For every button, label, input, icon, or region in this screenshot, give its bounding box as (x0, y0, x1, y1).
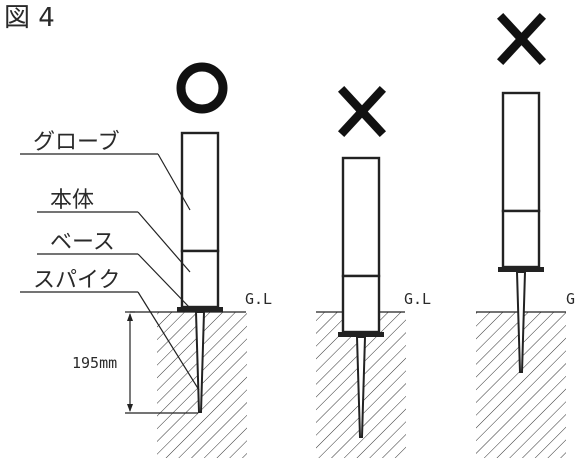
globe (180, 131, 220, 253)
leader-globe (157, 153, 191, 211)
body (341, 274, 381, 334)
installation-correct: G.L 195mm グローブ 本体 ベース スパイク (20, 62, 272, 458)
body (501, 209, 541, 269)
dimension-label: 195mm (72, 354, 117, 372)
ground-level-label-clipped: G (566, 290, 575, 308)
body (180, 249, 220, 309)
base-plate (498, 267, 544, 272)
leader-base (137, 253, 191, 309)
label-globe: グローブ (33, 130, 120, 155)
dimension-arrow-top (127, 313, 133, 321)
leader-spike (137, 291, 200, 391)
spike (515, 271, 527, 373)
label-body: 本体 (50, 188, 94, 213)
base-plate (338, 332, 384, 337)
dimension-arrow-bottom (127, 404, 133, 412)
ground-level-label: G.L (245, 290, 272, 308)
ground-level-label: G.L (404, 290, 431, 308)
label-base: ベース (50, 230, 115, 255)
incorrect-cross-icon (337, 85, 387, 138)
figure-title: 図 4 (4, 3, 55, 33)
installation-incorrect-raised: G (476, 12, 575, 458)
spike (355, 336, 367, 438)
globe (501, 91, 541, 213)
globe (341, 156, 381, 278)
installation-incorrect-sunk: G.L (316, 85, 431, 458)
incorrect-cross-icon (496, 12, 547, 66)
label-spike: スパイク (33, 268, 121, 293)
correct-circle-icon (176, 62, 228, 114)
base-plate (177, 307, 223, 312)
leader-body (137, 211, 191, 273)
spike (194, 311, 206, 413)
